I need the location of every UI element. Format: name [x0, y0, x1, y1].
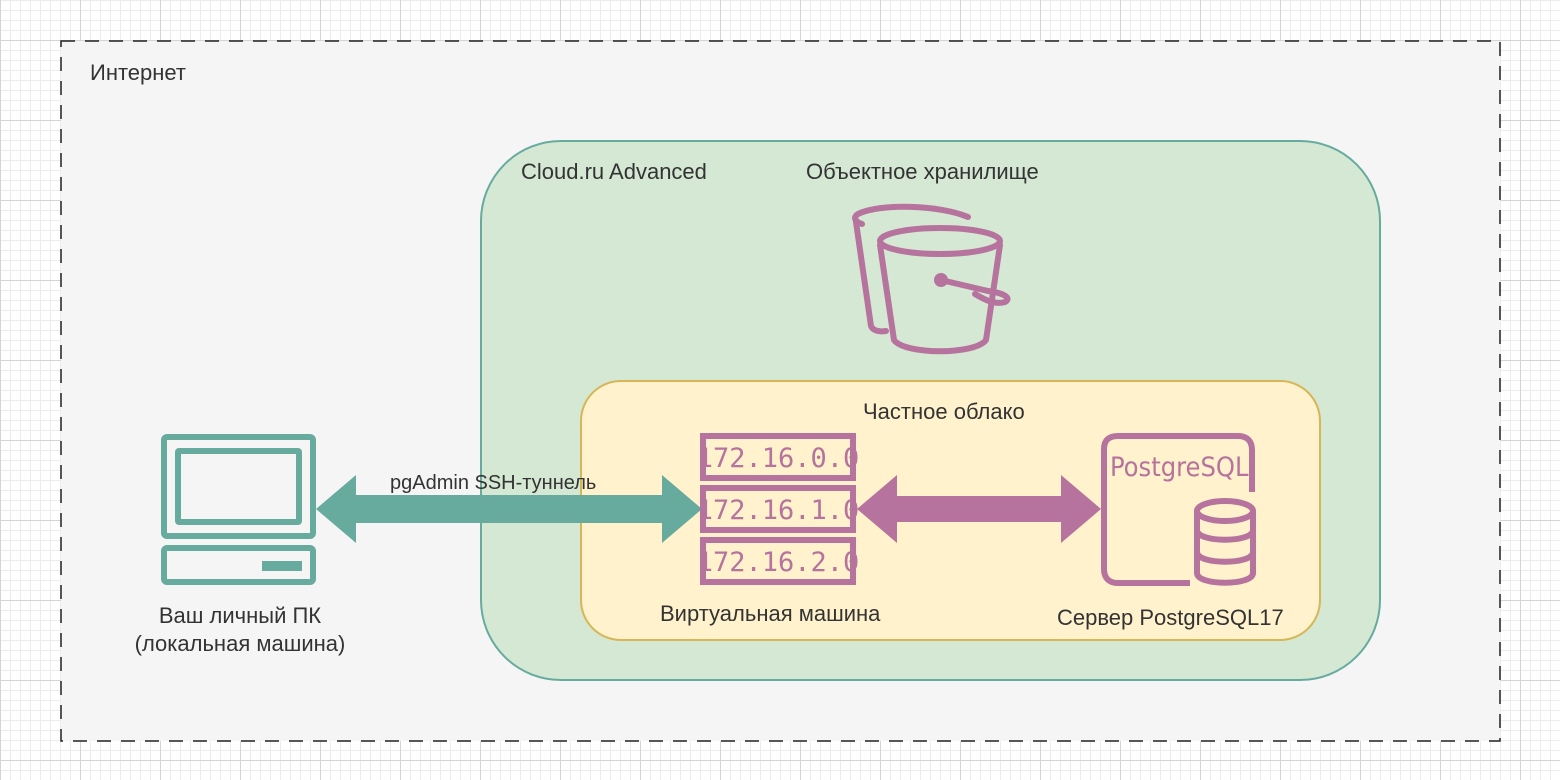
subnet-box-2	[700, 485, 856, 533]
subnet-label-1: 172.16.0.0	[697, 443, 860, 474]
private-cloud-label: Частное облако	[863, 399, 1025, 424]
pc-label-line1: Ваш личный ПК	[158, 603, 322, 628]
ssh-tunnel-arrow	[316, 475, 702, 543]
vm-label: Виртуальная машина	[660, 601, 881, 626]
vm-icon	[700, 433, 856, 585]
tunnel-label: pgAdmin SSH-туннель	[390, 472, 597, 494]
subnet-box-1	[700, 433, 856, 481]
postgresql-logo-text: PostgreSQL	[1110, 452, 1249, 483]
storage-label: Объектное хранилище	[806, 159, 1039, 184]
db-server-label: Сервер PostgreSQL17	[1057, 605, 1284, 630]
subnet-label-3: 172.16.2.0	[697, 547, 860, 578]
subnet-label-2: 172.16.1.0	[697, 495, 860, 526]
pc-label-line2: (локальная машина)	[134, 631, 346, 656]
pc-label: Ваш личный ПК (локальная машина)	[90, 602, 390, 658]
internet-zone-label: Интернет	[90, 60, 186, 85]
pc-icon	[161, 434, 316, 585]
postgresql-server-icon	[1101, 433, 1255, 586]
cloud-zone-label: Cloud.ru Advanced	[521, 159, 707, 184]
database-icon	[1194, 498, 1256, 586]
vm-db-arrow	[857, 475, 1101, 543]
bucket-icon	[852, 203, 1011, 355]
subnet-box-3	[700, 537, 856, 585]
